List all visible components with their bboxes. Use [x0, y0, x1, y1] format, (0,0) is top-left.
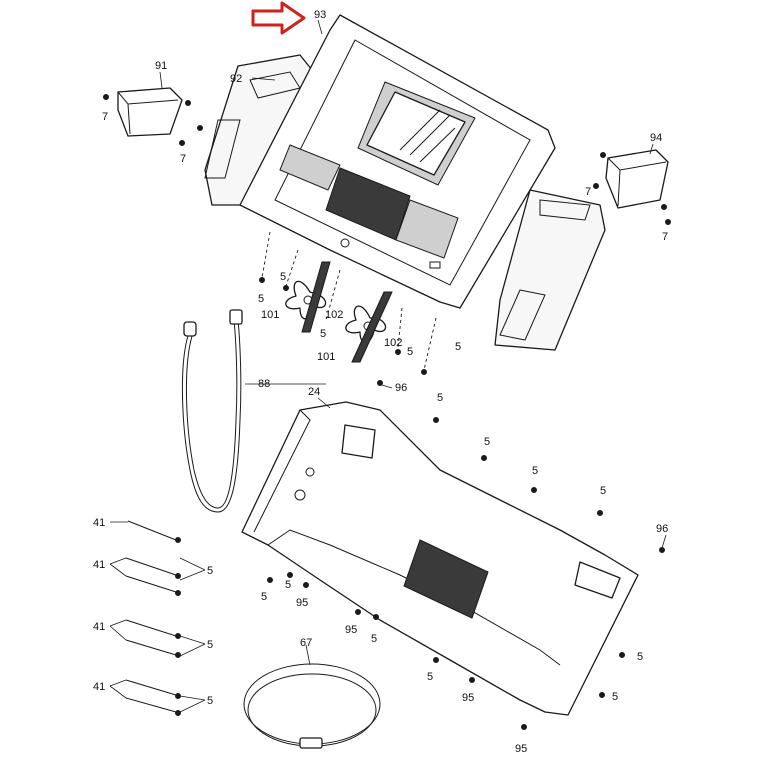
callout-5-f: 5	[484, 436, 490, 448]
callout-5-j: 5	[285, 579, 291, 591]
callout-93: 93	[314, 9, 326, 21]
cable-ties	[125, 520, 181, 716]
callout-95-c: 95	[462, 692, 474, 704]
callout-7-a: 7	[102, 111, 108, 123]
callout-67: 67	[300, 637, 312, 649]
callout-7-b: 7	[180, 153, 186, 165]
motor-hood	[241, 401, 639, 716]
cup-holder-left	[103, 87, 203, 146]
callout-88: 88	[258, 378, 270, 390]
callout-5-g: 5	[532, 465, 538, 477]
fan-assembly-right	[345, 291, 393, 363]
callout-5-tie-b: 5	[207, 639, 213, 651]
callout-101-b: 101	[317, 351, 335, 363]
fan-assembly-left	[285, 261, 331, 333]
callout-96-top: 96	[395, 382, 407, 394]
callout-95-b: 95	[345, 624, 357, 636]
cup-holder-right	[593, 149, 671, 225]
callout-96-right: 96	[656, 523, 668, 535]
callout-5-n: 5	[612, 691, 618, 703]
callout-5-o: 5	[455, 341, 461, 353]
console	[239, 14, 556, 309]
callout-41-d: 41	[93, 681, 105, 693]
strap	[243, 663, 381, 749]
callout-5-b: 5	[258, 293, 264, 305]
console-base	[204, 54, 606, 351]
callout-5-c: 5	[320, 328, 326, 340]
callout-5-a: 5	[280, 271, 286, 283]
callout-92: 92	[230, 73, 242, 85]
callout-24: 24	[308, 386, 320, 398]
callout-5-e: 5	[437, 392, 443, 404]
callout-5-m: 5	[637, 651, 643, 663]
callout-102-b: 102	[384, 337, 402, 349]
pointer-arrow	[251, 1, 306, 35]
callout-94: 94	[650, 132, 662, 144]
callout-5-l: 5	[427, 671, 433, 683]
callout-41-c: 41	[93, 621, 105, 633]
callout-41-a: 41	[93, 517, 105, 529]
callout-7-c: 7	[585, 186, 591, 198]
callout-95-a: 95	[296, 597, 308, 609]
right-panel	[395, 199, 459, 259]
callout-102-a: 102	[325, 309, 343, 321]
callout-5-d: 5	[407, 346, 413, 358]
callout-5-i: 5	[261, 591, 267, 603]
callout-5-k: 5	[371, 633, 377, 645]
callout-5-tie-c: 5	[207, 695, 213, 707]
callout-91: 91	[155, 60, 167, 72]
left-panel	[279, 144, 341, 191]
callout-101-a: 101	[261, 309, 279, 321]
callout-95-d: 95	[515, 743, 527, 755]
callout-5-tie-a: 5	[207, 565, 213, 577]
callout-41-b: 41	[93, 559, 105, 571]
callout-7-d: 7	[662, 231, 668, 243]
wire-harness	[181, 309, 243, 513]
callout-5-h: 5	[600, 485, 606, 497]
